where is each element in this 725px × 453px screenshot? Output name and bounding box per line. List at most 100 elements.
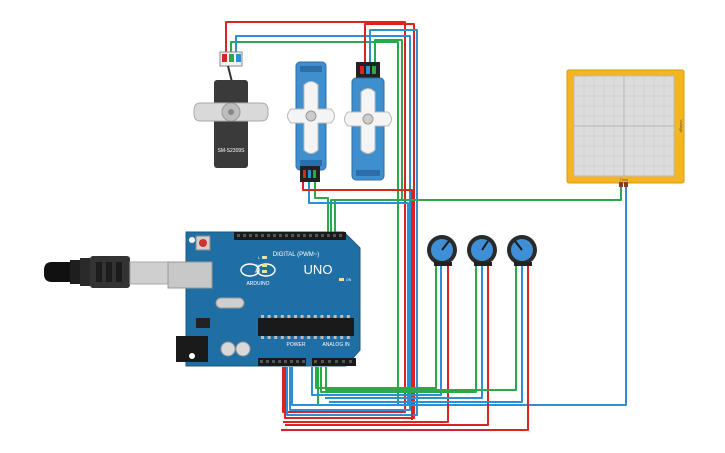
chip-pin-bottom bbox=[333, 336, 337, 339]
wire-green-servo2 bbox=[314, 180, 329, 232]
wire-blue-pot1 bbox=[311, 265, 442, 396]
usb-cable-icon[interactable] bbox=[44, 256, 169, 288]
chip-pin-bottom bbox=[307, 336, 311, 339]
wire-red-pot2 bbox=[285, 265, 489, 426]
led-on-label: ON bbox=[346, 278, 352, 282]
scope-time-label: Time bbox=[620, 177, 630, 182]
usb-plug-grip-2 bbox=[106, 262, 112, 282]
servo-black-body bbox=[214, 80, 248, 168]
servo-model-label: SM-S2309S bbox=[218, 148, 246, 154]
digital-pin bbox=[297, 234, 300, 237]
wires bbox=[225, 21, 627, 431]
potentiometer-1[interactable] bbox=[427, 235, 457, 266]
led-rx bbox=[262, 270, 267, 273]
reset-button-cap bbox=[199, 239, 207, 247]
digital-header bbox=[234, 232, 346, 240]
chip-pin-bottom bbox=[313, 336, 317, 339]
voltage-regulator bbox=[196, 318, 210, 328]
servo-blue-left-tab-bottom bbox=[300, 160, 322, 166]
wire-green-servo3 bbox=[330, 39, 403, 232]
servo-blue-left-tab-top bbox=[300, 66, 322, 72]
bottom-pins bbox=[260, 360, 352, 363]
chip-pin-bottom bbox=[287, 336, 291, 339]
capacitor-2 bbox=[235, 341, 251, 357]
potentiometer-2[interactable] bbox=[467, 235, 497, 266]
pot1-pins bbox=[434, 262, 452, 266]
analog-pin bbox=[328, 360, 331, 363]
scope-voltage-label: Voltage bbox=[679, 119, 684, 133]
chip-pin-top bbox=[313, 315, 317, 318]
arduino-logo-left bbox=[240, 263, 260, 277]
chip-pin-top bbox=[307, 315, 311, 318]
digital-pin bbox=[261, 234, 264, 237]
usb-cable-strain-1 bbox=[70, 260, 80, 284]
power-pin bbox=[290, 360, 293, 363]
chip-pin-top bbox=[340, 315, 344, 318]
arduino-uno[interactable]: DIGITAL (PWM~) ARDUINO UNO L TX RX ON PO… bbox=[167, 231, 361, 367]
power-header bbox=[258, 358, 306, 366]
scope-terminal-1 bbox=[619, 182, 623, 187]
servo-blue-right-pin-1 bbox=[360, 66, 364, 74]
wire-green-servo1 bbox=[230, 41, 399, 406]
usb-plug-grip-1 bbox=[96, 262, 102, 282]
usb-plug-metal bbox=[129, 261, 169, 285]
servo-blue-right-hub bbox=[362, 113, 374, 125]
digital-pin bbox=[273, 234, 276, 237]
digital-pin bbox=[321, 234, 324, 237]
servo-blue-left[interactable] bbox=[287, 61, 335, 182]
chip-pin-top bbox=[294, 315, 297, 318]
potentiometer-3[interactable] bbox=[507, 235, 537, 266]
power-header-label: POWER bbox=[287, 342, 306, 348]
usb-cable-tail bbox=[44, 262, 70, 282]
chip-pin-bottom bbox=[261, 336, 264, 339]
digital-pins bbox=[237, 234, 342, 237]
servo-black-pin-green bbox=[229, 54, 234, 62]
servo-blue-right[interactable] bbox=[344, 62, 392, 181]
chip-pin-top bbox=[261, 315, 264, 318]
chip-pin-bottom bbox=[294, 336, 297, 339]
digital-pin bbox=[255, 234, 258, 237]
chip-pin-bottom bbox=[280, 336, 284, 339]
power-pin bbox=[296, 360, 299, 363]
servo-black[interactable]: SM-S2309S bbox=[193, 51, 269, 168]
pot1-indicator bbox=[441, 240, 450, 251]
wire-red-pot1 bbox=[283, 265, 449, 423]
chip-pin-top bbox=[274, 315, 278, 318]
wire-blue-servo3 bbox=[286, 29, 418, 416]
led-tx bbox=[262, 264, 267, 267]
servo-blue-right-pin-2 bbox=[366, 66, 370, 74]
pot3-pins bbox=[514, 262, 532, 266]
chip-pin-top bbox=[267, 315, 271, 318]
capacitor-1 bbox=[220, 341, 236, 357]
servo-black-pin-blue bbox=[236, 54, 241, 62]
chip-pin-top bbox=[280, 315, 284, 318]
chip-pin-bottom bbox=[300, 336, 304, 339]
led-l-label: L bbox=[258, 256, 260, 260]
digital-pin bbox=[309, 234, 312, 237]
led-on bbox=[339, 278, 344, 281]
digital-pin bbox=[303, 234, 306, 237]
wire-blue-pot3 bbox=[329, 265, 523, 403]
power-pin bbox=[272, 360, 275, 363]
chip-pin-bottom bbox=[267, 336, 271, 339]
servo-blue-right-pin-3 bbox=[372, 66, 376, 74]
digital-pin bbox=[291, 234, 294, 237]
servo-black-pin-red bbox=[222, 54, 227, 62]
oscilloscope[interactable]: Time Voltage bbox=[566, 69, 685, 187]
digital-pin bbox=[237, 234, 240, 237]
analog-pin bbox=[314, 360, 317, 363]
analog-pin bbox=[342, 360, 345, 363]
digital-pin bbox=[327, 234, 330, 237]
led-l bbox=[262, 256, 267, 259]
pot2-indicator bbox=[481, 240, 489, 251]
wire-red-servo2 bbox=[302, 180, 413, 420]
chip-pin-top bbox=[327, 315, 330, 318]
chip-pin-bottom bbox=[320, 336, 324, 339]
digital-pin bbox=[333, 234, 336, 237]
atmega-chip bbox=[258, 318, 354, 336]
wire-red-pot3 bbox=[281, 265, 529, 431]
servo-black-lead bbox=[227, 65, 233, 83]
arduino-model-label: UNO bbox=[304, 262, 333, 277]
analog-pin bbox=[321, 360, 324, 363]
